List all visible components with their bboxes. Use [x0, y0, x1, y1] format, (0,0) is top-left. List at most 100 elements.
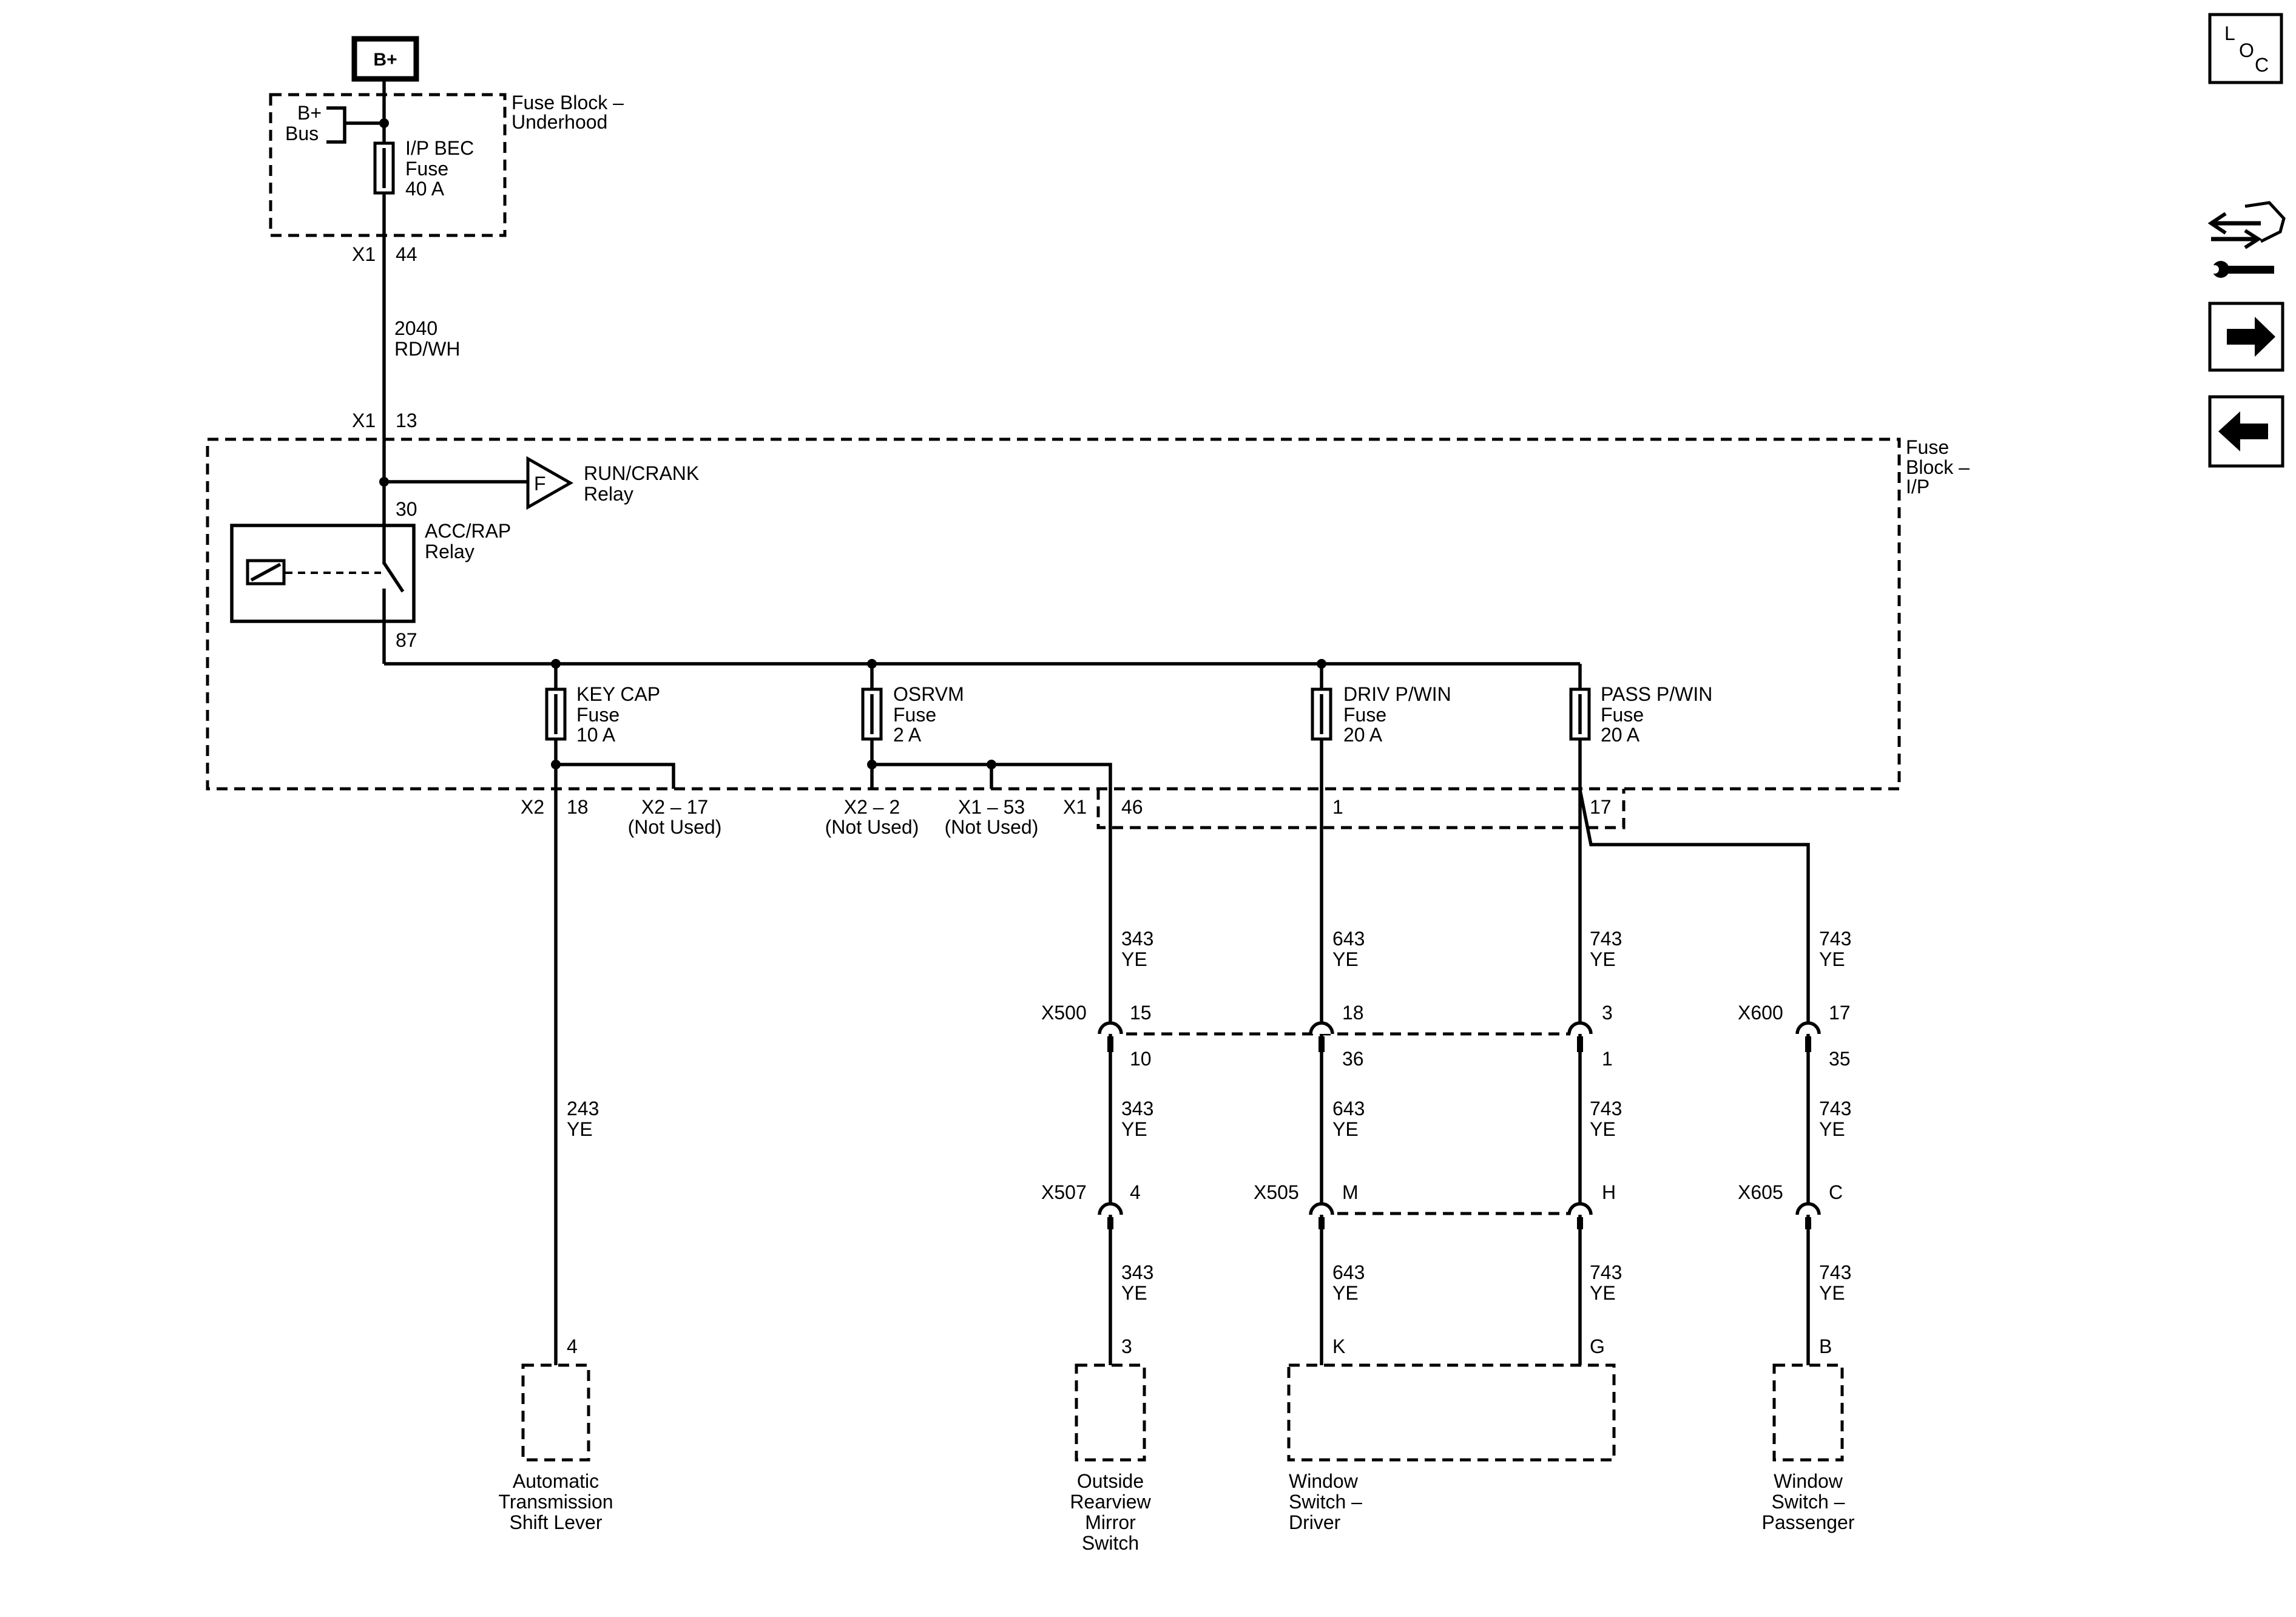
svg-text:X500: X500: [1041, 1002, 1087, 1024]
svg-text:X505: X505: [1254, 1181, 1299, 1203]
svg-text:X605: X605: [1738, 1181, 1783, 1203]
fuse-block-underhood: Fuse Block – Underhood B+ Bus I/P BEC Fu…: [269, 92, 624, 237]
run-crank-relay: F RUN/CRANK Relay: [379, 456, 699, 510]
svg-text:743: 743: [1819, 928, 1851, 950]
svg-text:YE: YE: [1590, 1282, 1616, 1304]
connector-x505: X505 M H: [1254, 1181, 1616, 1229]
window-switch-driver: K G Window Switch – Driver: [1287, 1335, 1616, 1533]
svg-text:343: 343: [1121, 1261, 1153, 1283]
ip-block-outputs: X2 18 X2 – 17 (Not Used) X2 – 2 (Not Use…: [521, 796, 1612, 838]
svg-text:YE: YE: [1332, 1282, 1359, 1304]
wire-2040-color: RD/WH: [394, 338, 460, 360]
svg-text:10: 10: [1130, 1048, 1152, 1070]
bus-label: B+: [297, 102, 322, 124]
svg-text:10 A: 10 A: [576, 724, 616, 746]
svg-text:18: 18: [567, 796, 589, 818]
svg-text:Fuse: Fuse: [405, 158, 448, 180]
svg-text:Shift Lever: Shift Lever: [510, 1511, 603, 1533]
svg-text:3: 3: [1121, 1335, 1132, 1357]
svg-text:743: 743: [1590, 1098, 1622, 1119]
svg-text:17: 17: [1590, 796, 1612, 818]
svg-text:Switch –: Switch –: [1289, 1491, 1362, 1513]
svg-text:G: G: [1590, 1335, 1605, 1357]
svg-text:Transmission: Transmission: [498, 1491, 613, 1513]
key-cap-fuse: KEY CAP Fuse 10 A: [545, 664, 675, 1365]
svg-text:PASS P/WIN: PASS P/WIN: [1601, 683, 1712, 705]
svg-text:20 A: 20 A: [1601, 724, 1640, 746]
svg-text:X1: X1: [1063, 796, 1087, 818]
svg-text:OSRVM: OSRVM: [893, 683, 964, 705]
svg-text:Fuse: Fuse: [1343, 704, 1386, 726]
svg-text:35: 35: [1829, 1048, 1851, 1070]
svg-text:YE: YE: [1332, 1118, 1359, 1140]
svg-text:30: 30: [396, 498, 417, 520]
connector-x600: X600 17 35: [1738, 1002, 1851, 1070]
battery-source: B+: [351, 36, 419, 82]
svg-text:I/P: I/P: [1906, 476, 1930, 498]
svg-text:743: 743: [1819, 1261, 1851, 1283]
svg-text:YE: YE: [1819, 1118, 1845, 1140]
svg-text:643: 643: [1332, 1261, 1365, 1283]
svg-text:X600: X600: [1738, 1002, 1783, 1024]
svg-text:YE: YE: [1332, 948, 1359, 970]
svg-text:Fuse: Fuse: [893, 704, 936, 726]
connector-list-wrench-icon[interactable]: [2207, 201, 2286, 278]
arrow-left-icon[interactable]: [2208, 395, 2284, 468]
svg-text:643: 643: [1332, 1098, 1365, 1119]
svg-text:643: 643: [1332, 928, 1365, 950]
svg-text:46: 46: [1121, 796, 1143, 818]
svg-text:YE: YE: [567, 1118, 593, 1140]
svg-text:X2: X2: [521, 796, 544, 818]
automatic-transmission-shift-lever: 4 Automatic Transmission Shift Lever: [498, 1335, 613, 1533]
svg-text:44: 44: [396, 243, 417, 265]
svg-text:X1: X1: [352, 243, 376, 265]
svg-text:X507: X507: [1041, 1181, 1087, 1203]
svg-text:743: 743: [1590, 928, 1622, 950]
outside-rearview-mirror-switch: 3 Outside Rearview Mirror Switch: [1070, 1335, 1151, 1554]
svg-text:Switch –: Switch –: [1772, 1491, 1845, 1513]
svg-text:Window: Window: [1774, 1470, 1843, 1492]
svg-text:(Not Used): (Not Used): [825, 816, 919, 838]
connector-x507: X507 4: [1041, 1181, 1141, 1229]
svg-text:Mirror: Mirror: [1085, 1511, 1136, 1533]
svg-text:B: B: [1819, 1335, 1832, 1357]
svg-text:Bus: Bus: [285, 123, 319, 144]
battery-label: B+: [373, 50, 397, 70]
wire-2040-number: 2040: [394, 317, 437, 339]
svg-text:KEY CAP: KEY CAP: [576, 683, 660, 705]
svg-text:Block –: Block –: [1906, 456, 1970, 478]
svg-text:36: 36: [1342, 1048, 1364, 1070]
svg-text:YE: YE: [1121, 948, 1147, 970]
fuse-block-ip: Fuse Block – I/P: [206, 436, 1970, 791]
loc-button[interactable]: L O C: [2208, 13, 2283, 84]
arrow-right-icon[interactable]: [2208, 302, 2284, 372]
svg-text:343: 343: [1121, 1098, 1153, 1119]
svg-text:YE: YE: [1590, 948, 1616, 970]
svg-text:(Not Used): (Not Used): [628, 816, 722, 838]
svg-text:X1: X1: [352, 410, 376, 431]
svg-text:743: 743: [1590, 1261, 1622, 1283]
svg-text:X2 – 2: X2 – 2: [844, 796, 900, 818]
svg-text:Rearview: Rearview: [1070, 1491, 1151, 1513]
svg-text:Relay: Relay: [425, 541, 474, 562]
svg-text:Relay: Relay: [584, 483, 633, 505]
svg-text:Fuse: Fuse: [1601, 704, 1644, 726]
svg-text:YE: YE: [1819, 1282, 1845, 1304]
svg-text:87: 87: [396, 629, 417, 651]
svg-text:13: 13: [396, 410, 417, 431]
driv-pwin-fuse: DRIV P/WIN Fuse 20 A: [1311, 664, 1451, 1365]
svg-text:Fuse: Fuse: [1906, 436, 1949, 458]
svg-text:Fuse Block –: Fuse Block –: [512, 92, 624, 113]
svg-text:X2 – 17: X2 – 17: [641, 796, 708, 818]
svg-text:DRIV P/WIN: DRIV P/WIN: [1343, 683, 1451, 705]
acc-rap-relay: 30 ACC/RAP Relay 87: [230, 498, 511, 664]
svg-text:343: 343: [1121, 928, 1153, 950]
svg-text:L: L: [2224, 22, 2235, 44]
svg-text:Switch: Switch: [1082, 1532, 1139, 1554]
wire-labels: 243 YE 343 YE 343 YE 343 YE 643 YE 643 Y…: [567, 928, 1851, 1304]
svg-text:(Not Used): (Not Used): [945, 816, 1039, 838]
svg-text:18: 18: [1342, 1002, 1364, 1024]
svg-text:Outside: Outside: [1077, 1470, 1144, 1492]
svg-text:I/P BEC: I/P BEC: [405, 137, 474, 159]
